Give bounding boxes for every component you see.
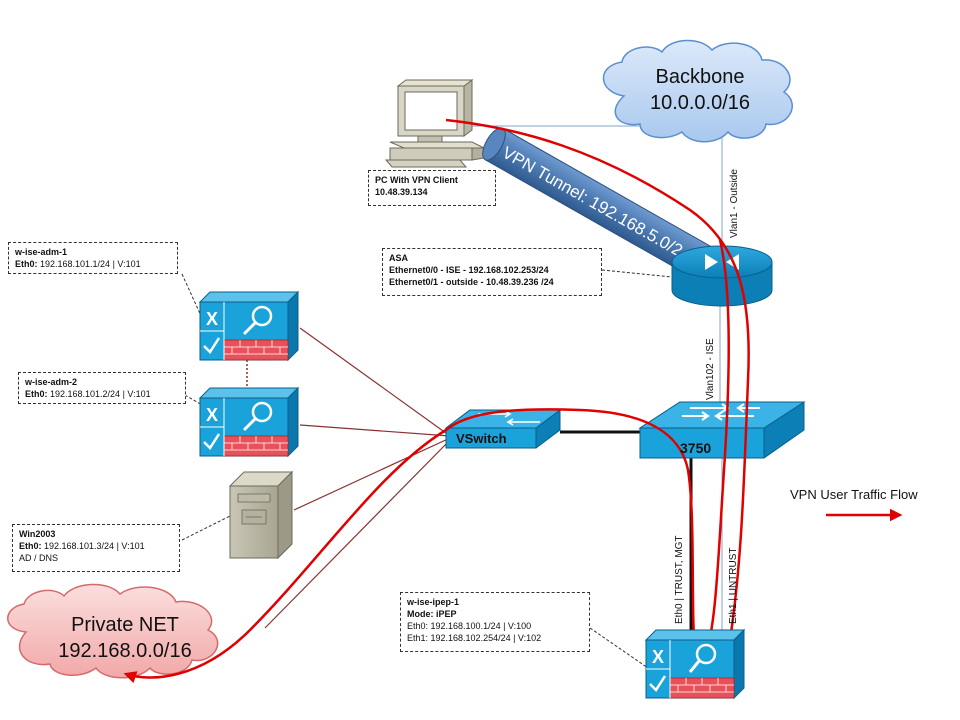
ipep-mode: Mode: iPEP xyxy=(407,609,457,619)
private-net-title: Private NET xyxy=(71,614,179,636)
leader-adm2 xyxy=(184,394,203,406)
server-tower-icon xyxy=(228,470,294,560)
vlan1-label: Vlan1 - Outside xyxy=(729,169,740,238)
vswitch-label: VSwitch xyxy=(456,431,507,446)
private-cloud-text: Private NET 192.168.0.0/16 xyxy=(40,612,210,664)
asa-line2: Ethernet0/1 - outside - 10.48.39.236 /24 xyxy=(389,277,554,287)
svg-text:X: X xyxy=(652,647,664,667)
asa-firewall-icon xyxy=(671,245,773,307)
eth0-link-label: Eth0 | TRUST, MGT xyxy=(674,535,685,624)
eth1-link-label: Eth1 | UNTRUST xyxy=(728,547,739,625)
svg-text:X: X xyxy=(206,309,218,329)
pc-ip: 10.48.39.134 xyxy=(375,187,428,197)
legend-label: VPN User Traffic Flow xyxy=(790,487,918,502)
leader-ipep xyxy=(589,627,649,669)
win-title: Win2003 xyxy=(19,529,56,539)
leader-win xyxy=(181,514,233,541)
ise-adm-1-icon: X xyxy=(198,290,300,362)
tunnel-label: VPN Tunnel: 192.168.5.0/24 xyxy=(499,143,694,265)
adm1-eth-label: Eth0: xyxy=(15,259,38,269)
link-adm1-vswitch xyxy=(299,327,451,437)
flow-path xyxy=(123,118,750,684)
asa-line1: Ethernet0/0 - ISE - 192.168.102.253/24 xyxy=(389,265,549,275)
adm1-label: w-ise-adm-1 Eth0: 192.168.101.1/24 | V:1… xyxy=(8,242,178,274)
backbone-cloud-icon xyxy=(602,39,793,143)
adm2-title: w-ise-adm-2 xyxy=(25,377,78,387)
svg-text:X: X xyxy=(206,405,218,425)
asa-label: ASA Ethernet0/0 - ISE - 192.168.102.253/… xyxy=(382,248,602,296)
pc-label: PC With VPN Client 10.48.39.134 xyxy=(368,170,496,206)
win-role: AD / DNS xyxy=(19,553,59,563)
flow-loop-inner xyxy=(702,239,730,661)
backbone-title: Backbone xyxy=(655,66,745,88)
ise-ipep-1-icon: X xyxy=(644,628,746,700)
link-private-vswitch xyxy=(264,439,451,629)
leader-adm1 xyxy=(181,273,203,319)
adm1-eth-value: 192.168.101.1/24 | V:101 xyxy=(37,259,141,269)
switch-3750-label: 3750 xyxy=(680,440,711,456)
backbone-cloud-text: Backbone 10.0.0.0/16 xyxy=(640,64,760,116)
leader-asa xyxy=(601,269,673,278)
link-win-vswitch xyxy=(293,437,451,511)
ipep-eth0: Eth0: 192.168.100.1/24 | V:100 xyxy=(407,621,532,631)
asa-title: ASA xyxy=(389,253,409,263)
ipep-eth1: Eth1: 192.168.102.254/24 | V:102 xyxy=(407,633,542,643)
adm2-eth-value: 192.168.101.2/24 | V:101 xyxy=(47,389,151,399)
ipep-title: w-ise-ipep-1 xyxy=(407,597,460,607)
vswitch-icon xyxy=(444,409,562,449)
adm2-label: w-ise-adm-2 Eth0: 192.168.101.2/24 | V:1… xyxy=(18,372,186,404)
ipep-label: w-ise-ipep-1 Mode: iPEP Eth0: 192.168.10… xyxy=(400,592,590,652)
private-net-cloud-icon xyxy=(7,583,219,679)
win-eth-label: Eth0: xyxy=(19,541,42,551)
link-adm2-vswitch xyxy=(299,424,451,437)
ise-adm-2-icon: X xyxy=(198,386,300,458)
private-net-subnet: 192.168.0.0/16 xyxy=(58,640,192,662)
vlan102-label: Vlan102 - ISE xyxy=(705,338,716,400)
pc-title: PC With VPN Client xyxy=(375,175,458,185)
win-eth-value: 192.168.101.3/24 | V:101 xyxy=(41,541,145,551)
adm1-title: w-ise-adm-1 xyxy=(15,247,68,257)
switch-3750-icon xyxy=(638,401,806,459)
win-label: Win2003 Eth0: 192.168.101.3/24 | V:101 A… xyxy=(12,524,180,572)
vpn-traffic-flow xyxy=(123,118,750,684)
backbone-subnet: 10.0.0.0/16 xyxy=(649,92,751,114)
adm2-eth-label: Eth0: xyxy=(25,389,48,399)
